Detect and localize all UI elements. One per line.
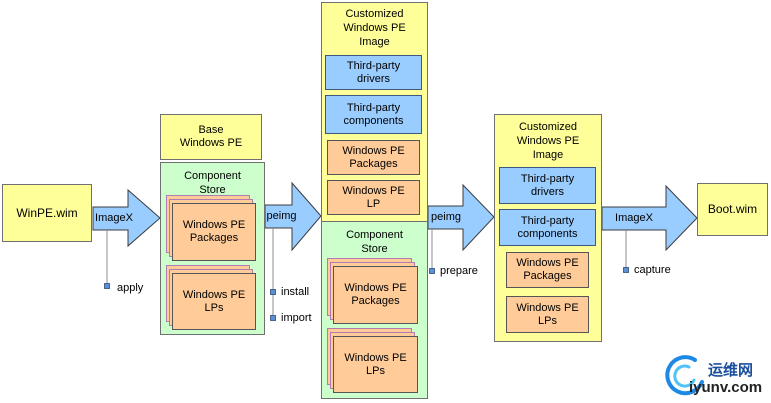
- prepared-packages-label: Windows PE Packages: [516, 257, 579, 282]
- watermark-url-text: iyunv.com: [689, 379, 763, 396]
- customized-drivers-box: Third-party drivers: [325, 55, 422, 90]
- customized-component-store-title: Component Store: [346, 229, 403, 255]
- base-lps-label: Windows PE LPs: [182, 288, 246, 314]
- customized-store-packages-label: Windows PE Packages: [344, 282, 407, 307]
- customized-store-lps-card: Windows PE LPs: [333, 336, 418, 393]
- apply-note-marker: [104, 283, 110, 289]
- peimg-prepare-arrow-label: peimg: [431, 211, 461, 223]
- boot-wim-box: Boot.wim: [697, 183, 768, 236]
- winpe-wim-label: WinPE.wim: [16, 205, 78, 220]
- imagex-capture-arrow: [601, 184, 698, 252]
- imagex-apply-arrow: [92, 188, 161, 248]
- watermark-swirl-icon: [665, 355, 704, 396]
- customized-components-box: Third-party components: [325, 95, 422, 134]
- base-packages-card: Windows PE Packages: [172, 203, 256, 261]
- base-packages-label: Windows PE Packages: [182, 219, 246, 244]
- prepared-packages-box: Windows PE Packages: [506, 252, 589, 288]
- prepare-note-label: prepare: [440, 265, 478, 277]
- peimg-install-arrow: [264, 181, 322, 252]
- install-note-marker: [270, 289, 276, 295]
- import-note-marker: [270, 315, 276, 321]
- customized-lp-box: Windows PE LP: [327, 180, 420, 215]
- peimg-install-arrow-label: peimg: [266, 210, 297, 222]
- customized-store-lps-label: Windows PE LPs: [344, 351, 407, 377]
- peimg-prepare-arrow: [427, 183, 495, 252]
- customized-packages-label: Windows PE Packages: [342, 144, 405, 170]
- prepared-drivers-label: Third-party drivers: [520, 172, 575, 198]
- imagex-capture-arrow-label: ImageX: [615, 212, 653, 224]
- customized-components-label: Third-party components: [343, 101, 404, 127]
- import-note-label: import: [281, 312, 312, 324]
- prepared-lps-label: Windows PE LPs: [516, 301, 579, 327]
- base-windows-pe-box: Base Windows PE: [160, 114, 262, 160]
- prepared-lps-box: Windows PE LPs: [506, 296, 589, 333]
- base-lps-card: Windows PE LPs: [172, 273, 256, 330]
- imagex-apply-arrow-label: ImageX: [95, 212, 133, 224]
- watermark-cn-text: 运维网: [708, 362, 754, 379]
- base-component-store-title: Component Store: [184, 170, 241, 196]
- customized-store-packages-card: Windows PE Packages: [333, 266, 418, 324]
- prepared-components-box: Third-party components: [499, 209, 596, 246]
- prepared-drivers-box: Third-party drivers: [499, 167, 596, 204]
- boot-wim-label: Boot.wim: [707, 202, 758, 216]
- customized-store-packages-stack: Windows PE Packages: [327, 258, 418, 324]
- prepare-note-marker: [429, 268, 435, 274]
- customized-drivers-label: Third-party drivers: [346, 59, 401, 85]
- customized-image-title: Customized Windows PE Image: [343, 8, 406, 48]
- apply-note-label: apply: [117, 282, 144, 294]
- prepared-components-label: Third-party components: [517, 214, 578, 240]
- prepared-image-title: Customized Windows PE Image: [516, 121, 580, 161]
- watermark-logo: 运维网 iyunv.com: [662, 352, 770, 400]
- customized-packages-box: Windows PE Packages: [327, 140, 420, 175]
- base-windows-pe-title: Base Windows PE: [179, 124, 243, 149]
- customized-lp-label: Windows PE LP: [342, 184, 405, 210]
- install-note-label: install: [281, 286, 310, 298]
- customized-store-lps-stack: Windows PE LPs: [327, 328, 418, 393]
- base-lps-stack: Windows PE LPs: [166, 265, 256, 330]
- winpe-wim-box: WinPE.wim: [2, 184, 92, 242]
- capture-note-marker: [623, 267, 629, 273]
- base-packages-stack: Windows PE Packages: [166, 195, 256, 261]
- capture-note-label: capture: [634, 264, 671, 276]
